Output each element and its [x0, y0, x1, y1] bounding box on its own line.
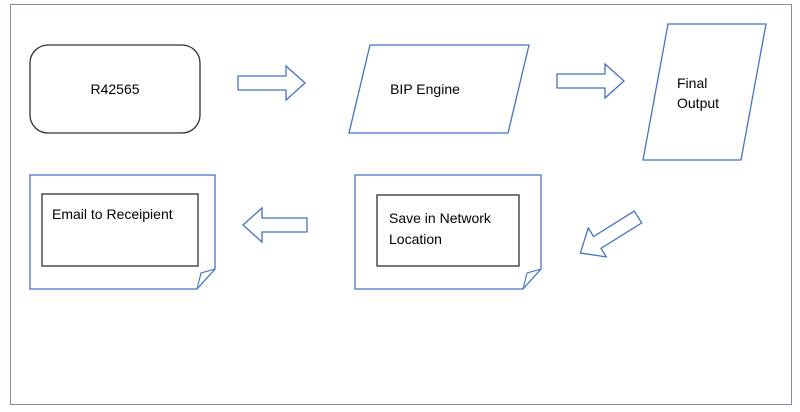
node-final-output-label-line1: Final: [677, 75, 707, 91]
rounded-rectangle-shape: [29, 44, 201, 134]
arrow-right-1: [237, 64, 306, 102]
arrow-down-left: [579, 210, 643, 258]
arrow-left: [242, 206, 308, 244]
node-source-label: R42565: [90, 81, 139, 97]
node-bip-engine: BIP Engine: [348, 44, 530, 134]
node-final-output-label-line2: Output: [677, 95, 719, 111]
node-email-label: Email to Receipient: [52, 206, 173, 222]
node-source: R42565: [29, 44, 201, 134]
node-save-network: Save in Network Location: [354, 174, 542, 290]
document-fold: [522, 268, 542, 290]
node-final-output: Final Output: [642, 23, 767, 161]
inner-box: [376, 194, 520, 267]
parallelogram-shape: [348, 44, 530, 134]
document-fold: [196, 268, 216, 290]
node-bip-engine-label: BIP Engine: [390, 81, 460, 97]
arrow-right-2: [556, 62, 625, 100]
node-email: Email to Receipient: [29, 174, 216, 290]
inner-box: [41, 193, 199, 267]
node-save-network-label-line1: Save in Network: [389, 210, 492, 226]
parallelogram-shape: [642, 23, 767, 161]
node-save-network-label-line2: Location: [389, 231, 442, 247]
